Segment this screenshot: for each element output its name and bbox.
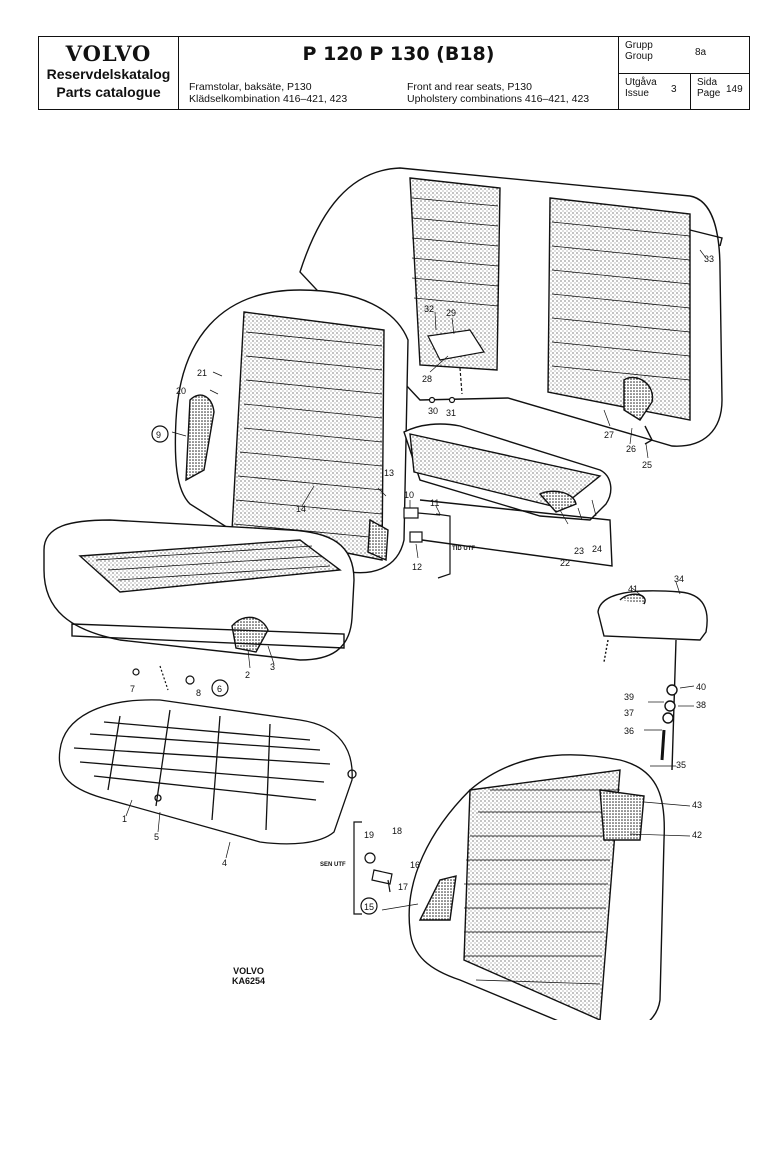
- spring-frame: [58, 699, 357, 845]
- label-17: 17: [398, 882, 408, 892]
- front-seat-backrest-upper: [174, 289, 409, 574]
- group-label-sv: Grupp: [625, 40, 653, 51]
- label-14: 14: [296, 504, 306, 514]
- issue-page-row: Utgåva Issue 3 Sida Page 149: [619, 73, 749, 110]
- title-block: VOLVO Reservdelskatalog Parts catalogue …: [38, 36, 750, 110]
- label-27: 27: [604, 430, 614, 440]
- catalogue-title-en: Parts catalogue: [56, 84, 161, 100]
- label-9: 9: [156, 430, 161, 440]
- label-33: 33: [704, 254, 714, 264]
- label-32: 32: [424, 304, 434, 314]
- label-7: 7: [130, 684, 135, 694]
- label-2: 2: [245, 670, 250, 680]
- desc-en-line2: Upholstery combinations 416–421, 423: [407, 93, 590, 105]
- label-16: 16: [410, 860, 420, 870]
- page-cell: Sida Page 149: [691, 74, 749, 110]
- label-4: 4: [222, 858, 227, 868]
- label-37: 37: [624, 708, 634, 718]
- label-40: 40: [696, 682, 706, 692]
- label-42: 42: [692, 830, 702, 840]
- label-6: 6: [217, 684, 222, 694]
- front-seat-backrest-lower: [408, 754, 666, 1020]
- label-23: 23: [574, 546, 584, 556]
- group-label-en: Group: [625, 51, 653, 62]
- page-label-en: Page: [697, 87, 721, 99]
- page-label-sv: Sida: [697, 76, 718, 88]
- label-19: 19: [364, 830, 374, 840]
- issue-value: 3: [671, 83, 677, 95]
- desc-sv-line2: Klädselkombination 416–421, 423: [189, 93, 348, 105]
- label-22: 22: [560, 558, 570, 568]
- label-8: 8: [196, 688, 201, 698]
- desc-sv-line1: Framstolar, baksäte, P130: [189, 81, 312, 93]
- label-26: 26: [626, 444, 636, 454]
- label-41: 41: [628, 584, 638, 594]
- desc-en-line1: Front and rear seats, P130: [407, 81, 532, 93]
- model-title: P 120 P 130 (B18): [302, 43, 495, 65]
- issue-label-en: Issue: [625, 87, 649, 99]
- label-31: 31: [446, 408, 456, 418]
- label-1: 1: [122, 814, 127, 824]
- callout-circles: [151, 425, 378, 915]
- drawing-code: VOLVO KA6254: [232, 966, 265, 986]
- catalogue-title-sv: Reservdelskatalog: [46, 66, 171, 82]
- label-34: 34: [674, 574, 684, 584]
- label-29: 29: [446, 308, 456, 318]
- label-25: 25: [642, 460, 652, 470]
- label-18: 18: [392, 826, 402, 836]
- group-label: Grupp Group: [625, 40, 653, 62]
- page-value: 149: [726, 83, 743, 95]
- label-39: 39: [624, 692, 634, 702]
- group-row: Grupp Group 8a: [619, 37, 749, 74]
- group-value: 8a: [695, 47, 707, 58]
- volvo-logo: VOLVO: [65, 41, 152, 66]
- label-24: 24: [592, 544, 602, 554]
- label-tid-utf: TID UTF: [452, 546, 475, 552]
- issue-cell: Utgåva Issue 3: [619, 73, 691, 109]
- label-3: 3: [270, 662, 275, 672]
- footer-brand: VOLVO: [233, 966, 264, 976]
- small-parts: [132, 329, 485, 915]
- label-21: 21: [197, 368, 207, 378]
- label-15: 15: [364, 902, 374, 912]
- label-5: 5: [154, 832, 159, 842]
- model-cell: P 120 P 130 (B18) Framstolar, baksäte, P…: [179, 37, 619, 109]
- meta-cell: Grupp Group 8a Utgåva Issue 3 Sida Page: [619, 37, 749, 109]
- label-36: 36: [624, 726, 634, 736]
- issue-label: Utgåva Issue: [625, 77, 657, 99]
- description-swedish: Framstolar, baksäte, P130 Klädselkombina…: [189, 81, 347, 105]
- leader-lines: [125, 249, 707, 911]
- label-13: 13: [384, 468, 394, 478]
- label-28: 28: [422, 374, 432, 384]
- label-38: 38: [696, 700, 706, 710]
- label-20: 20: [176, 386, 186, 396]
- headrest: [597, 590, 708, 771]
- rear-seat-cushion: [403, 423, 613, 567]
- part-labels: 33 21 20 9 32 29 28 30 31 27 26 25 13 10…: [122, 254, 714, 912]
- brand-cell: VOLVO Reservdelskatalog Parts catalogue: [39, 37, 179, 109]
- label-12: 12: [412, 562, 422, 572]
- label-43: 43: [692, 800, 702, 810]
- label-10: 10: [404, 490, 414, 500]
- issue-label-sv: Utgåva: [625, 76, 657, 88]
- label-35: 35: [676, 760, 686, 770]
- label-11: 11: [430, 498, 439, 508]
- label-30: 30: [428, 406, 438, 416]
- page-label: Sida Page: [697, 77, 720, 99]
- label-sen-utf: SEN UTF: [320, 862, 346, 868]
- exploded-seat-diagram: 33 21 20 9 32 29 28 30 31 27 26 25 13 10…: [43, 167, 723, 1020]
- footer-code: KA6254: [232, 976, 266, 986]
- description-english: Front and rear seats, P130 Upholstery co…: [407, 81, 589, 105]
- front-seat-cushion: [43, 519, 355, 661]
